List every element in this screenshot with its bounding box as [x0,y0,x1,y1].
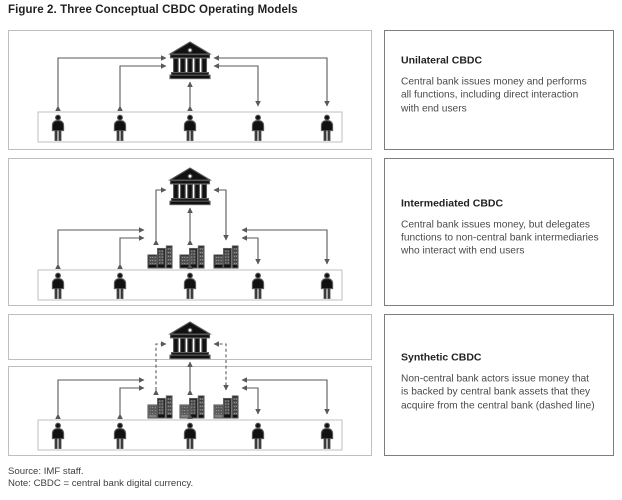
page-title: Figure 2. Three Conceptual CBDC Operatin… [8,4,298,16]
description-card-unilateral: Unilateral CBDC Central bank issues mone… [384,30,614,150]
model-description-unilateral: Central bank issues money and performs a… [401,76,587,115]
diagram-panel-unilateral [8,30,372,150]
model-title-synthetic: Synthetic CBDC [401,351,482,364]
model-title-unilateral: Unilateral CBDC [401,54,483,67]
description-card-intermediated: Intermediated CBDC Central bank issues m… [384,158,614,306]
note-line: Note: CBDC = central bank digital curren… [8,478,194,490]
source-line: Source: IMF staff. [8,466,84,477]
diagram-panel-synthetic-private [8,366,372,456]
diagram-panel-intermediated [8,158,372,306]
diagram-panel-synthetic-central-bank [8,314,372,360]
model-description-intermediated: Central bank issues money, but delegates… [401,219,599,257]
figure-footnotes: Source: IMF staff. Note: CBDC = central … [8,466,193,491]
model-title-intermediated: Intermediated CBDC [401,197,504,210]
model-description-synthetic: Non-central bank actors issue money that… [401,373,595,412]
description-card-synthetic: Synthetic CBDC Non-central bank actors i… [384,314,614,456]
